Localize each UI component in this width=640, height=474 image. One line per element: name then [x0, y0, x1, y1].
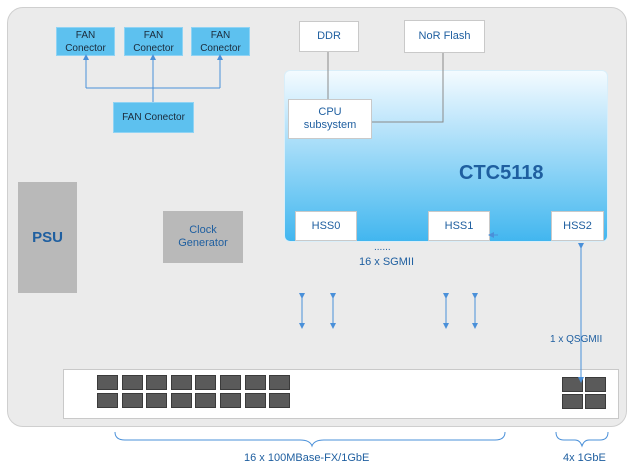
sfp-port: [244, 393, 266, 408]
gbe-port: [562, 377, 583, 392]
hss2-box: HSS2: [551, 211, 604, 241]
sfp-port: [220, 393, 241, 408]
sfp-port: [244, 375, 266, 390]
sfp-port: [195, 375, 217, 390]
fan-connector-2: FAN Conector: [124, 27, 183, 56]
sfp-port: [97, 375, 118, 390]
ports-main-label: 16 x 100MBase-FX/1GbE: [244, 452, 370, 464]
hss0-box: HSS0: [295, 211, 357, 241]
sfp-port: [170, 393, 192, 408]
sfp-port: [269, 375, 291, 390]
clock-generator-box: Clock Generator: [163, 211, 243, 263]
psu-box: PSU: [18, 182, 77, 293]
ddr-box: DDR: [299, 21, 359, 52]
hss1-box: HSS1: [428, 211, 490, 241]
gbe-port: [585, 377, 606, 392]
sfp-port: [121, 375, 143, 390]
fan-connector-1: FAN Conector: [56, 27, 115, 56]
sgmii-dots: ......: [374, 242, 391, 253]
soc-name: CTC5118: [459, 162, 544, 184]
sfp-port: [121, 393, 143, 408]
fan-connector-main: FAN Conector: [113, 102, 194, 133]
sfp-port: [146, 393, 168, 408]
brace-side: [555, 431, 609, 448]
brace-main: [114, 431, 506, 448]
sfp-port: [269, 393, 291, 408]
sfp-port: [146, 375, 168, 390]
gbe-port: [562, 394, 583, 409]
nor-flash-box: NoR Flash: [404, 20, 485, 53]
sgmii-label: 16 x SGMII: [359, 256, 415, 268]
gbe-port: [585, 394, 606, 409]
sfp-port: [195, 393, 217, 408]
sfp-port: [220, 375, 241, 390]
ports-side-label: 4x 1GbE: [563, 452, 606, 464]
sfp-port: [170, 375, 192, 390]
cpu-subsystem-box: CPU subsystem: [288, 99, 372, 139]
sfp-port: [97, 393, 118, 408]
nor-cpu-line: [372, 53, 444, 123]
qsgmii-label: 1 x QSGMII: [550, 334, 603, 345]
